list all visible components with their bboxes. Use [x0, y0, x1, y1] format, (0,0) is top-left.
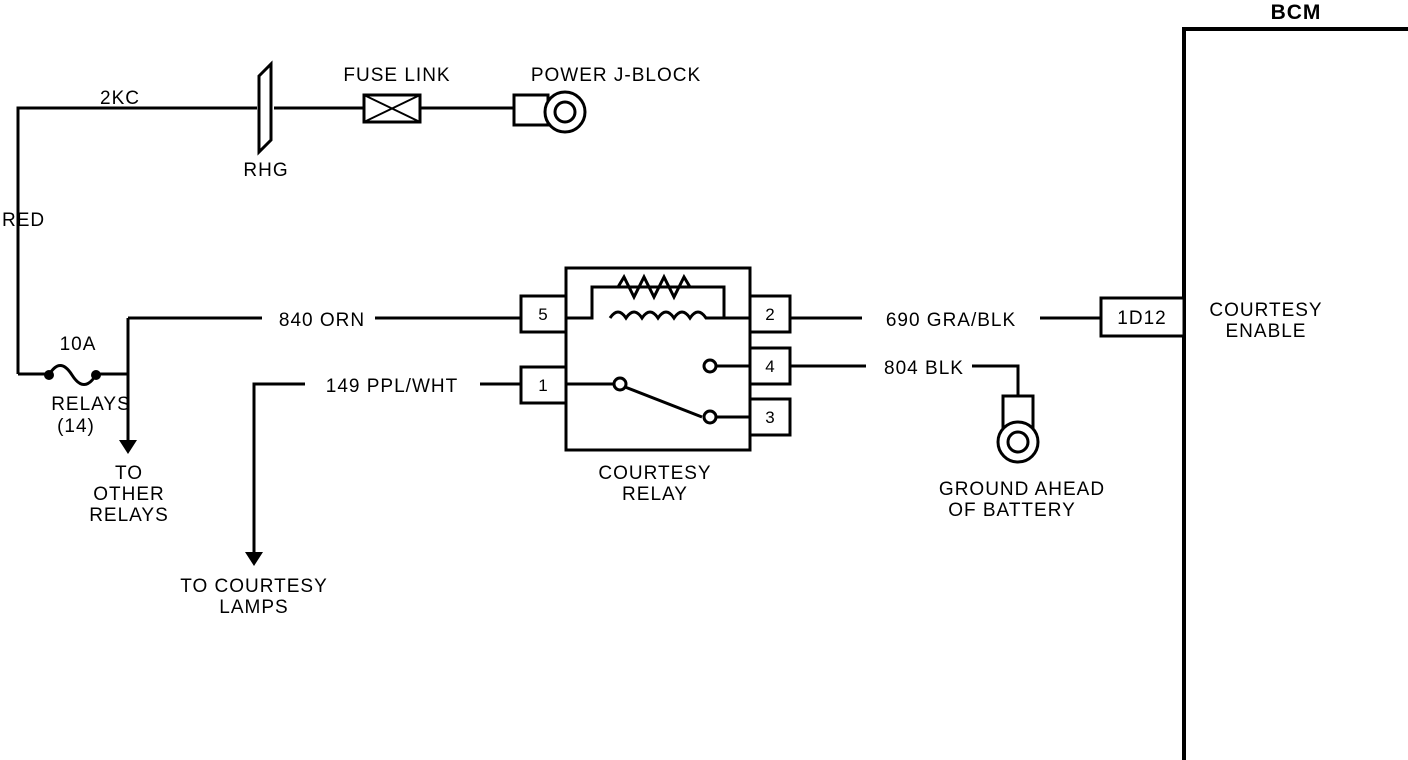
wire-149-ppl-wht: 149 PPL/WHT TO COURTESY LAMPS [180, 376, 521, 618]
rhg-splice [257, 60, 273, 156]
courtesy-relay: 5 1 2 4 3 COURTESY RELAY [519, 266, 792, 505]
fuse-rating-label: 10A [60, 334, 97, 355]
blk-wire-right [972, 364, 1020, 396]
other-relays-arrow [119, 440, 137, 454]
courtesy-relay-label-1: COURTESY [598, 463, 711, 484]
fuse-link-cross [363, 94, 421, 123]
relay-resistor [606, 273, 710, 301]
to-courtesy-lamps-label-2: LAMPS [219, 597, 288, 618]
relay-pin-2 [748, 294, 792, 334]
switch-nc-contact [702, 409, 718, 425]
wire-690-gra-blk-label: 690 GRA/BLK [886, 310, 1016, 331]
wire-804-blk-label: 804 BLK [884, 358, 964, 379]
ppl-wht-wire-left [252, 382, 305, 552]
bcm-title: BCM [1271, 1, 1322, 24]
jblock-terminal-body [512, 93, 550, 127]
to-other-relays-label-3: RELAYS [89, 505, 169, 526]
rhg-label: RHG [243, 160, 288, 181]
wire-840-orn: 840 ORN [128, 310, 521, 331]
wire-red-label: RED [2, 210, 45, 231]
wire-690-gra-blk: 690 GRA/BLK [790, 310, 1101, 331]
courtesy-enable-label-1: COURTESY [1209, 300, 1322, 321]
relay-coil [608, 310, 724, 321]
wire-840-orn-label: 840 ORN [279, 310, 365, 331]
relay-housing [564, 266, 752, 452]
bcm-outline [1182, 27, 1408, 760]
red-wire [16, 106, 257, 374]
courtesy-lamps-arrow [245, 552, 263, 566]
to-courtesy-lamps-label-1: TO COURTESY [180, 576, 328, 597]
fuse-name-label-1: RELAYS [51, 394, 131, 415]
relays-fuse: 10A RELAYS (14) TO OTHER RELAYS [18, 318, 169, 526]
wire-2kc-label: 2KC [100, 88, 140, 109]
fuse-name-label-2: (14) [57, 416, 95, 437]
ground-label-1: GROUND AHEAD [939, 479, 1105, 500]
relay-pin-4-label: 4 [765, 357, 774, 376]
courtesy-relay-label-2: RELAY [622, 484, 688, 505]
jblock-ring-hole [553, 100, 577, 124]
bcm-module: BCM 1D12 COURTESY ENABLE [1099, 1, 1408, 760]
switch-common-contact [612, 376, 628, 392]
relay-pin-5-label: 5 [538, 305, 547, 324]
relay-pin-5 [519, 294, 568, 334]
to-other-relays-label-2: OTHER [93, 484, 165, 505]
courtesy-enable-label-2: ENABLE [1226, 321, 1307, 342]
power-feed: 2KC RED RHG FUSE LINK POWER J-BLOCK [2, 60, 701, 374]
wire-149-ppl-wht-label: 149 PPL/WHT [326, 376, 458, 397]
wire-804-blk: 804 BLK GROUND AHEAD OF BATTERY [790, 358, 1105, 521]
ground-ring-hole [1006, 430, 1030, 454]
switch-blade [624, 385, 703, 419]
fuse-link-label: FUSE LINK [343, 65, 450, 86]
relay-pin-1-label: 1 [538, 376, 547, 395]
relay-pin-2-label: 2 [765, 305, 774, 324]
to-other-relays-label-1: TO [115, 463, 143, 484]
relay-pin-3-label: 3 [765, 408, 774, 427]
ground-label-2: OF BATTERY [948, 500, 1076, 521]
fuse-element [47, 364, 98, 386]
bcm-connector-label: 1D12 [1117, 308, 1166, 329]
switch-no-contact [702, 358, 718, 374]
power-jblock-label: POWER J-BLOCK [531, 65, 701, 86]
